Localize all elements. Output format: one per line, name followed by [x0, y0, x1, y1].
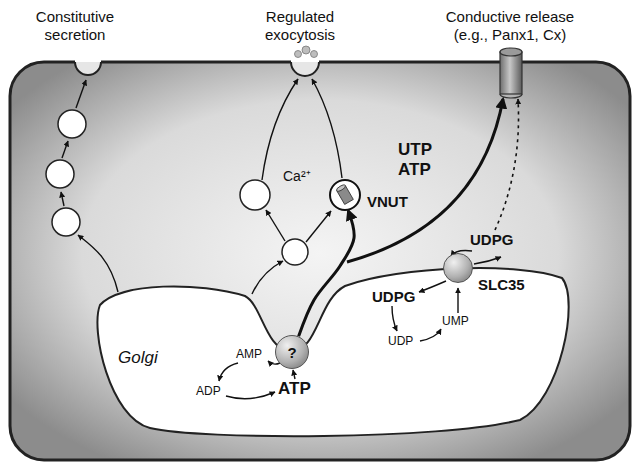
- label-slot: UTP: [398, 140, 432, 160]
- fusion-pore: [75, 62, 101, 75]
- cycle-arrow: [392, 306, 397, 331]
- vesicle: [282, 239, 308, 265]
- channel-body: [500, 52, 522, 94]
- label-slot: UDPG: [470, 231, 513, 249]
- nucleotide-label: UTP: [398, 140, 432, 160]
- channel-bottom: [500, 94, 522, 98]
- label-slot: ADP: [196, 384, 221, 398]
- vesicle: [58, 110, 86, 138]
- label-slot: ATP: [278, 379, 311, 399]
- cycle-arrow: [293, 370, 295, 379]
- vesicle: [52, 208, 80, 236]
- vnut-vesicle: VNUT: [329, 179, 361, 211]
- arrow: [312, 79, 342, 178]
- compartment-label: Golgi: [118, 348, 608, 368]
- label-slot: Ca²⁺: [283, 168, 311, 185]
- node-label: ?: [276, 336, 308, 370]
- nucleotide-label: ATP: [398, 160, 431, 180]
- vnut-transporter-icon: [331, 181, 359, 209]
- label-slot: ATP: [398, 160, 431, 180]
- arrow: [76, 80, 86, 108]
- cylinder-top: [336, 184, 347, 192]
- cycle-arrow: [420, 329, 441, 341]
- arrow: [474, 257, 501, 264]
- released-content: [295, 51, 302, 58]
- dotted-arrow: [495, 99, 519, 230]
- pathway-title: Constitutive secretion: [20, 8, 130, 44]
- cycle-arrow: [226, 392, 275, 399]
- label-slot: AMP: [236, 347, 262, 361]
- cycle-arrow: [219, 363, 238, 381]
- golgi-membrane: [97, 268, 568, 436]
- pathway-title: Regulated exocytosis: [245, 8, 355, 44]
- nucleotide-label: AMP: [236, 347, 262, 361]
- sugar-nucleotide-label: UDPG: [470, 231, 513, 249]
- released-content: [311, 51, 318, 58]
- channel-top: [500, 48, 522, 56]
- label-slot: Constitutive secretion: [20, 8, 130, 44]
- unknown-transporter: ?: [275, 335, 309, 369]
- arrow: [306, 211, 331, 242]
- node-label: SLC35: [478, 276, 506, 293]
- cycle-arrow: [419, 281, 446, 292]
- nucleotide-label: ATP: [278, 379, 311, 399]
- label-slot: UDPG: [372, 288, 415, 306]
- released-content: [302, 46, 310, 54]
- arrow: [78, 235, 118, 292]
- arrow-group: [61, 79, 501, 294]
- label-slot: UMP: [442, 314, 469, 328]
- fusion-pore: [291, 62, 319, 76]
- nucleotide-label: ADP: [196, 384, 221, 398]
- cell-membrane: [10, 62, 630, 460]
- arrow: [61, 192, 64, 206]
- cycle-arrow: [457, 288, 458, 313]
- nucleotide-label: UMP: [442, 314, 469, 328]
- node-label: VNUT: [367, 193, 395, 210]
- slc35-transporter: SLC35: [443, 253, 473, 283]
- sugar-nucleotide-label: UDPG: [372, 288, 415, 306]
- vnut-cylinder: [336, 184, 354, 205]
- vesicle: [240, 180, 270, 210]
- arrow: [62, 141, 68, 158]
- label-slot: UDP: [388, 334, 413, 348]
- arrow: [262, 79, 298, 180]
- label-slot: Regulated exocytosis: [245, 8, 355, 44]
- ion-label: Ca²⁺: [283, 168, 311, 185]
- label-slot: Conductive release (e.g., Panx1, Cx): [430, 8, 590, 44]
- nucleotide-label: UDP: [388, 334, 413, 348]
- arrow: [266, 210, 285, 241]
- vesicle: [46, 160, 74, 188]
- pathway-title: Conductive release (e.g., Panx1, Cx): [430, 8, 590, 44]
- arrow: [252, 261, 283, 294]
